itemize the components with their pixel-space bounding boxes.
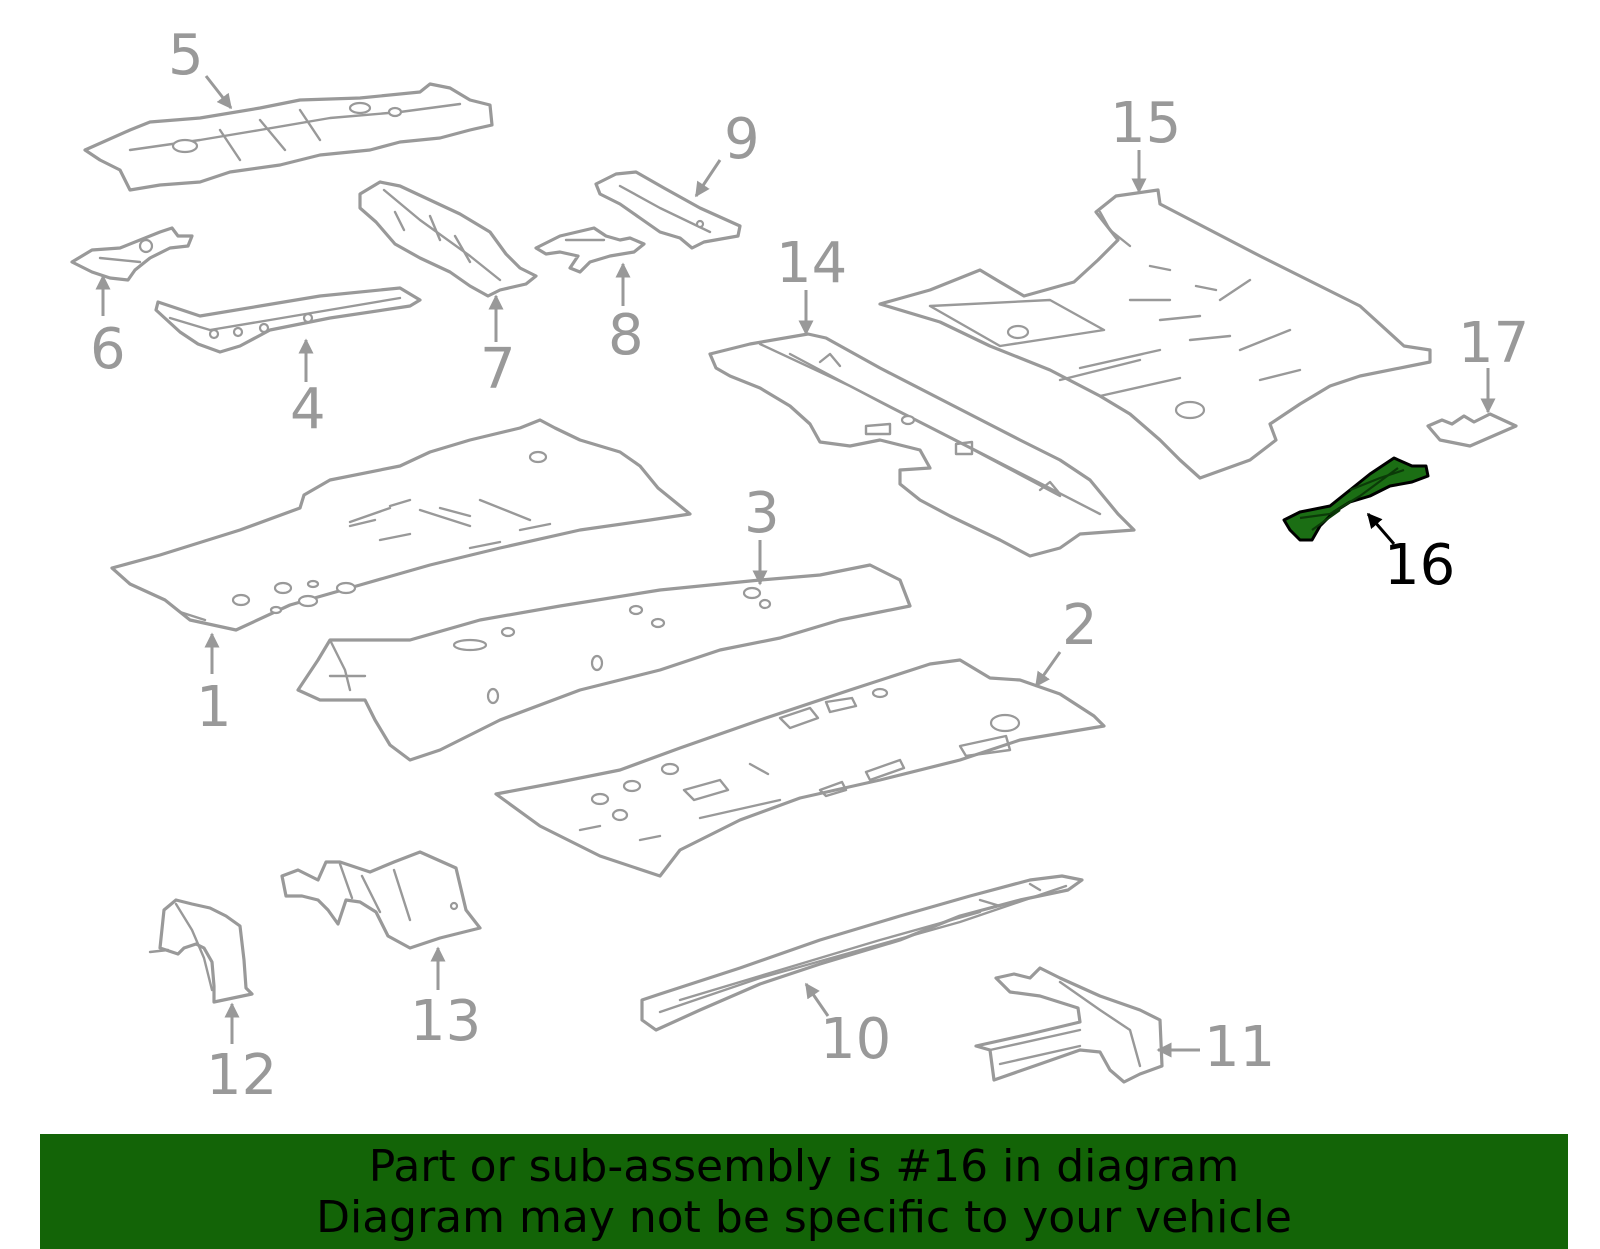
part-17-bracket[interactable] (1426, 412, 1518, 448)
callout-14: 14 (776, 231, 847, 296)
callout-13: 13 (410, 989, 481, 1054)
callout-17: 17 (1458, 311, 1529, 376)
banner-line-disclaimer: Diagram may not be specific to your vehi… (316, 1191, 1292, 1243)
part-14-cross-member[interactable] (708, 332, 1136, 558)
callout-6: 6 (90, 317, 126, 382)
callout-5: 5 (168, 23, 204, 88)
part-7-tunnel-reinforcement[interactable] (358, 180, 538, 298)
part-4-rail[interactable] (154, 286, 422, 354)
part-15-rear-floor-pan[interactable] (878, 188, 1432, 480)
callout-2: 2 (1062, 593, 1098, 658)
callout-8: 8 (608, 303, 644, 368)
part-11-rear-bracket[interactable] (974, 966, 1164, 1084)
part-1-front-floor-pan[interactable] (110, 418, 692, 632)
info-banner: Part or sub-assembly is #16 in diagram D… (40, 1134, 1568, 1249)
part-8-small-bracket[interactable] (534, 226, 646, 274)
part-13-bracket[interactable] (280, 850, 482, 950)
callout-7: 7 (480, 337, 516, 402)
callout-16-highlighted: 16 (1384, 533, 1455, 598)
callout-9: 9 (724, 107, 760, 172)
leader-arrows (95, 75, 1496, 1058)
callout-1: 1 (196, 675, 232, 740)
callout-3: 3 (744, 481, 780, 546)
part-10-side-sill[interactable] (640, 874, 1084, 1032)
part-12-pillar-bracket[interactable] (148, 898, 254, 1004)
callout-12: 12 (206, 1043, 277, 1108)
part-5-dash-panel[interactable] (83, 82, 494, 192)
callout-labels: 5 6 4 7 8 9 14 15 17 16 3 1 2 10 11 12 1… (90, 23, 1529, 1108)
part-9-upper-bracket[interactable] (594, 170, 742, 250)
callout-10: 10 (820, 1007, 891, 1072)
part-3-floor-panel[interactable] (296, 563, 912, 762)
part-16-rear-cross-member-highlighted[interactable] (1282, 456, 1430, 542)
callout-15: 15 (1110, 91, 1181, 156)
part-6-bracket[interactable] (70, 226, 194, 282)
part-2-center-floor-pan[interactable] (494, 658, 1106, 878)
callout-11: 11 (1204, 1015, 1275, 1080)
parts-diagram: 5 6 4 7 8 9 14 15 17 16 3 1 2 10 11 12 1… (70, 23, 1529, 1108)
banner-line-part-number: Part or sub-assembly is #16 in diagram (368, 1140, 1240, 1192)
callout-4: 4 (290, 377, 326, 442)
